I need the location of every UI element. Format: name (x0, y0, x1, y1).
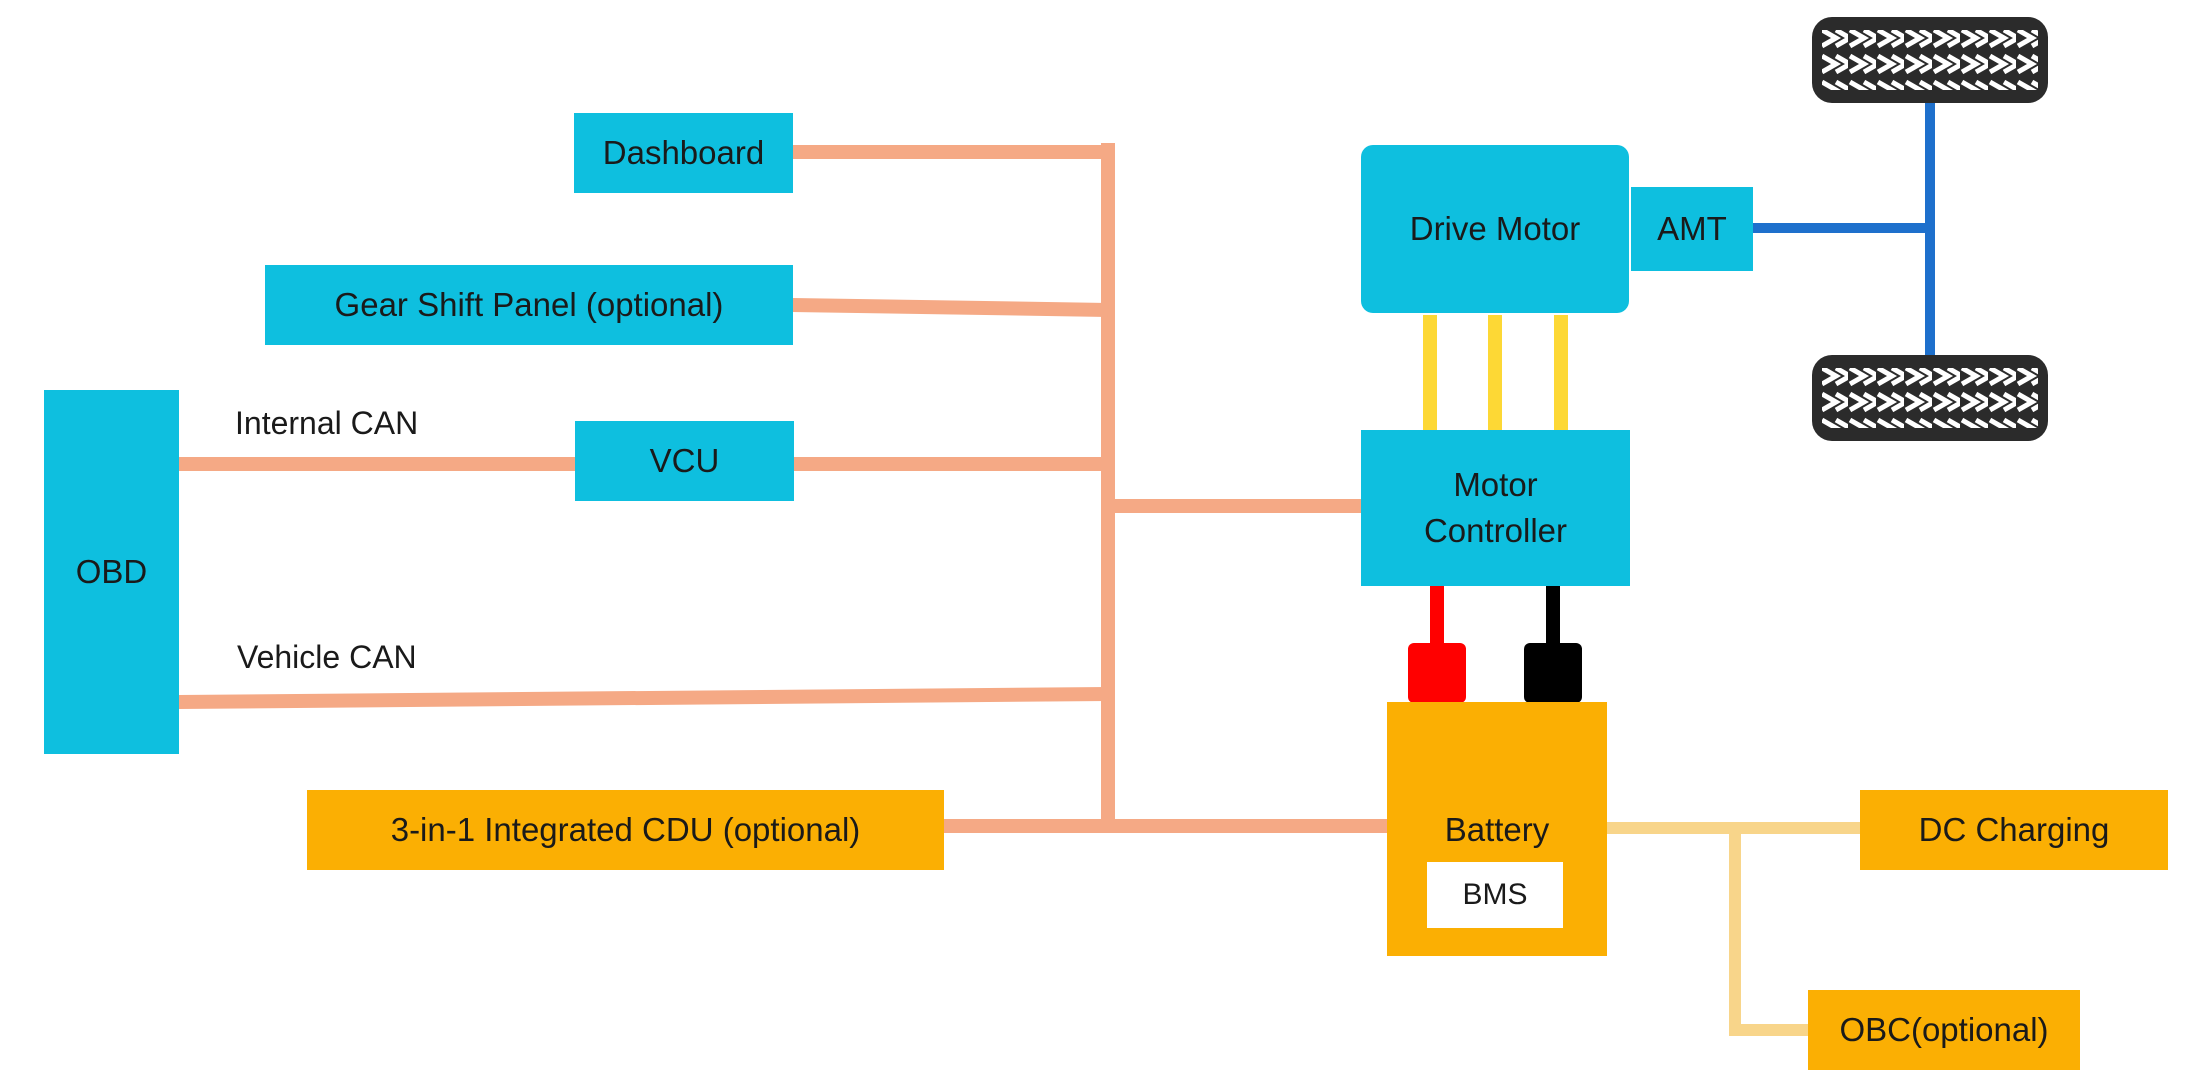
obd-box: OBD (44, 390, 179, 754)
battery-box: Battery (1387, 702, 1607, 956)
vcu-box: VCU (575, 421, 794, 501)
charging-lines (1607, 822, 1860, 1036)
positive-terminal-icon (1408, 643, 1466, 703)
battery-label: Battery (1444, 811, 1550, 848)
can-bus-lines (177, 143, 1387, 833)
integrated-cdu-box: 3-in-1 Integrated CDU (optional) (307, 790, 944, 870)
phase-lines (1423, 315, 1568, 430)
drive-motor-box: Drive Motor (1361, 145, 1629, 313)
amt-box: AMT (1631, 187, 1753, 271)
internal-can-label: Internal CAN (235, 405, 419, 441)
gear-shift-link (791, 298, 1109, 317)
gear-shift-panel-box: Gear Shift Panel (optional) (265, 265, 793, 345)
tire-icon (1812, 355, 2048, 441)
dashboard-box: Dashboard (574, 113, 793, 193)
vehicle-can-link (177, 687, 1109, 709)
motor-controller-box: Motor Controller (1361, 430, 1630, 586)
vehicle-can-label: Vehicle CAN (237, 639, 417, 675)
obc-link (1729, 828, 1808, 1036)
tire-icon (1812, 17, 2048, 103)
bms-box: BMS (1427, 862, 1563, 928)
dc-charging-box: DC Charging (1860, 790, 2168, 870)
drivetrain-axle (1752, 100, 1935, 358)
obc-box: OBC(optional) (1808, 990, 2080, 1070)
negative-terminal-icon (1524, 643, 1582, 703)
